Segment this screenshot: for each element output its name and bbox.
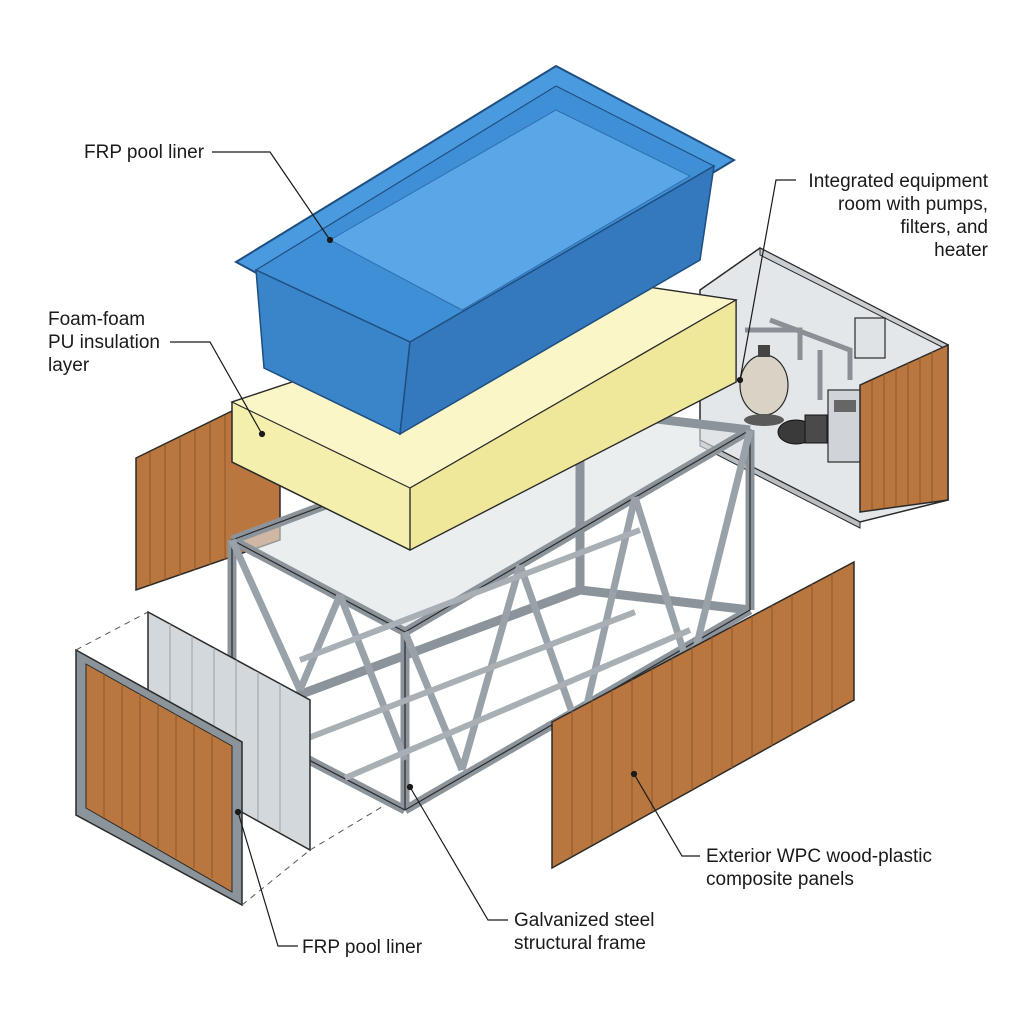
equipment-room-wood-panel (859, 343, 949, 513)
end-wood-panel (75, 648, 243, 907)
label-wpc-panels: Exterior WPC wood-plastic composite pane… (706, 846, 932, 890)
label-pu-insulation-layer: Foam-foam PU insulation layer (48, 309, 160, 376)
label-steel-frame: Galvanized steel structural frame (514, 910, 655, 954)
frp-pool-liner-shell (233, 64, 737, 436)
control-box (854, 317, 886, 359)
wpc-panel-right (551, 560, 855, 870)
sand-filter (739, 345, 789, 426)
leader-lines (170, 151, 796, 947)
label-equipment-room: Integrated equipment room with pumps, fi… (808, 171, 988, 261)
label-frp-pool-liner-top: FRP pool liner (84, 142, 205, 163)
label-frp-pool-liner-bottom: FRP pool liner (302, 937, 423, 958)
assembly-guide-lines (75, 611, 386, 906)
heater (827, 389, 863, 463)
pump (777, 414, 828, 445)
